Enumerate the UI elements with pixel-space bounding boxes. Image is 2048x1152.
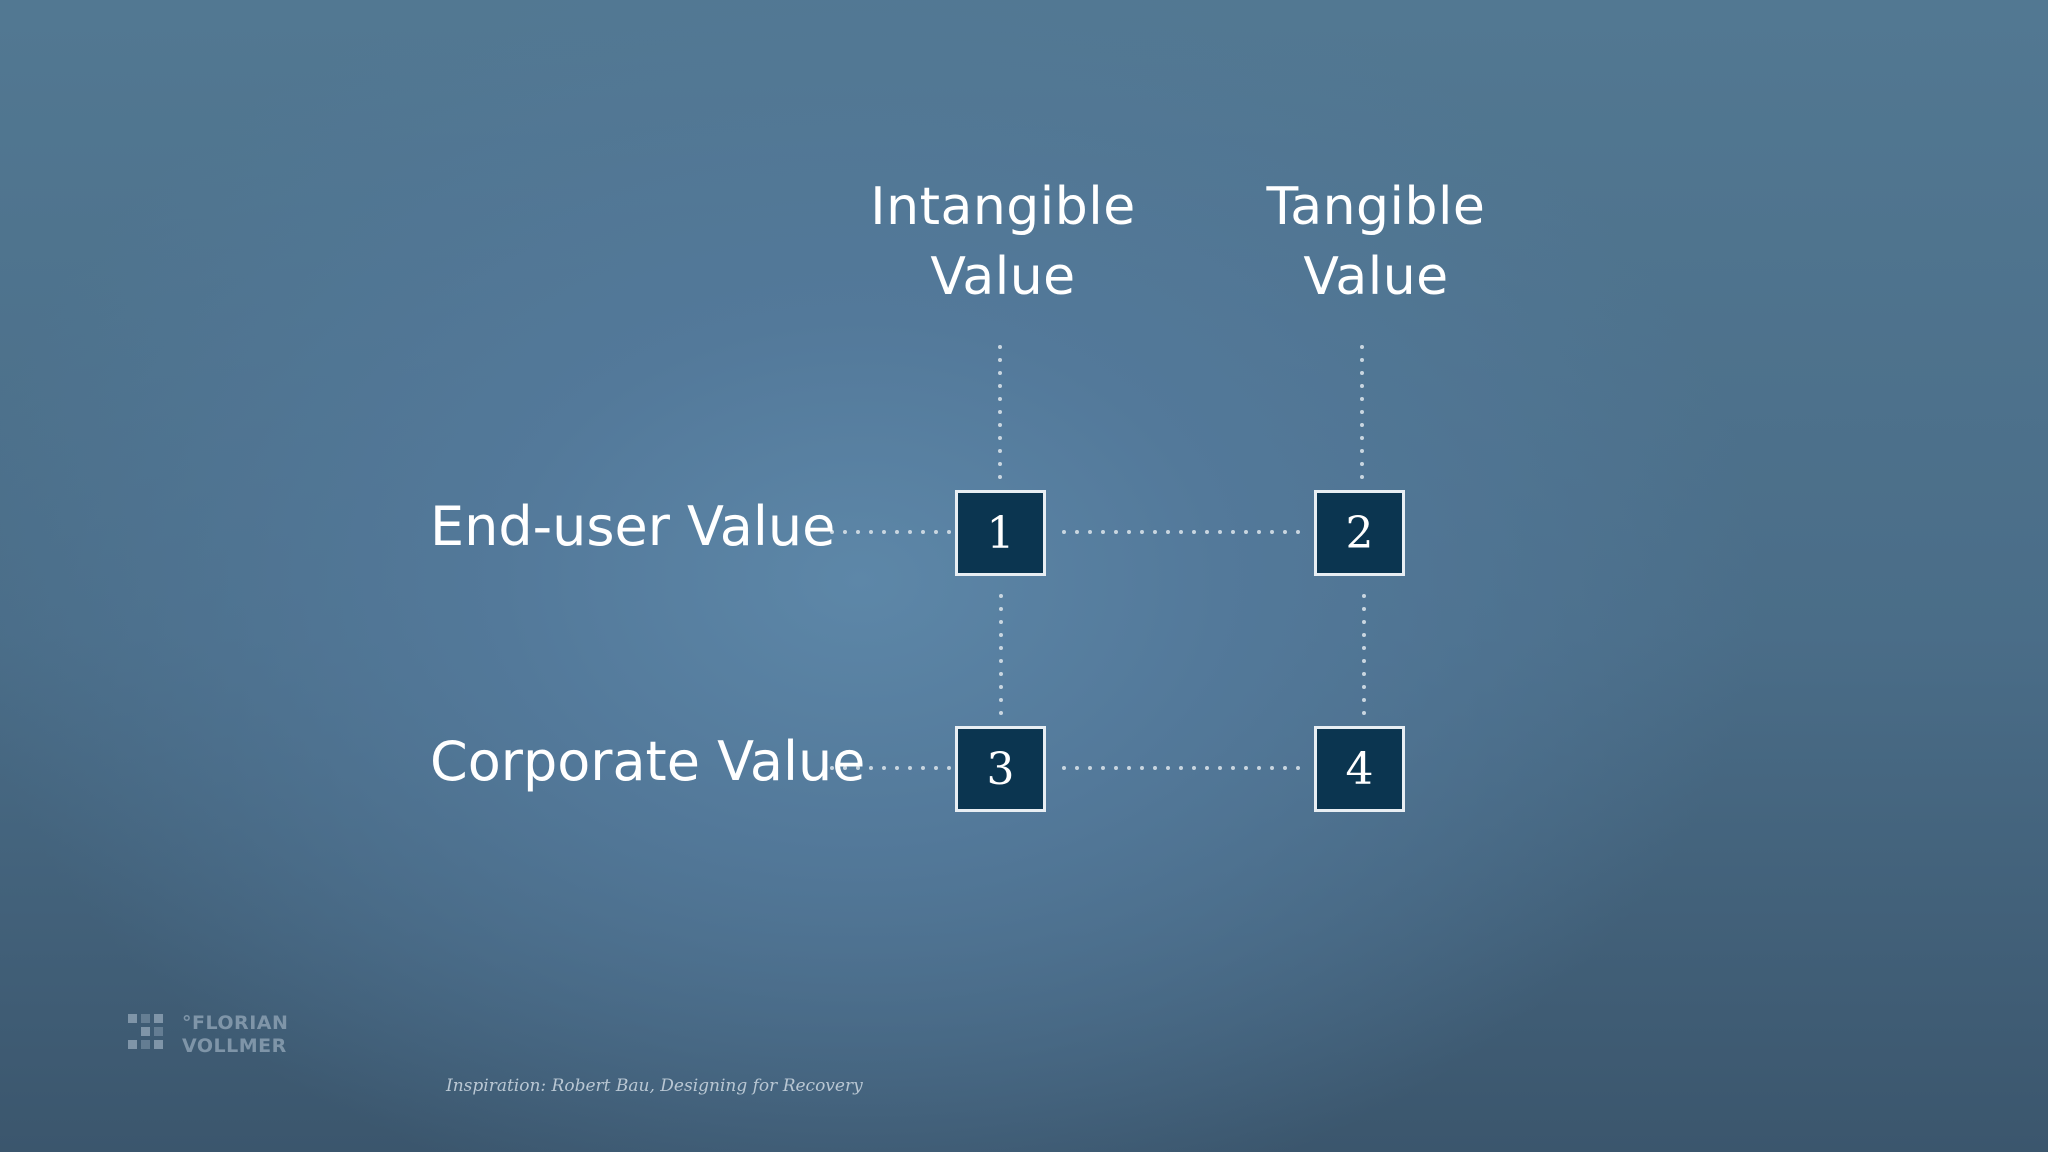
logo-line2: VOLLMER — [182, 1035, 287, 1057]
column-header-line1: Intangible — [870, 177, 1136, 237]
cell-box-3: 3 — [955, 726, 1046, 812]
logo-line1: °FLORIAN — [182, 1012, 289, 1034]
column-header-line1: Tangible — [1266, 177, 1486, 237]
cell-box-1: 1 — [955, 490, 1046, 576]
column-header-line2: Value — [930, 247, 1076, 307]
inspiration-credit: Inspiration: Robert Bau, Designing for R… — [446, 1076, 863, 1096]
column-header-tangible: Tangible Value — [1196, 172, 1556, 312]
logo-mark-icon — [128, 1014, 163, 1049]
cell-box-2: 2 — [1314, 490, 1405, 576]
row-label-end-user: End-user Value — [430, 495, 836, 558]
column-header-intangible: Intangible Value — [823, 172, 1183, 312]
logo-wordmark: °FLORIAN VOLLMER — [182, 1012, 288, 1058]
cell-box-4: 4 — [1314, 726, 1405, 812]
row-label-corporate: Corporate Value — [430, 730, 866, 793]
column-header-line2: Value — [1303, 247, 1449, 307]
